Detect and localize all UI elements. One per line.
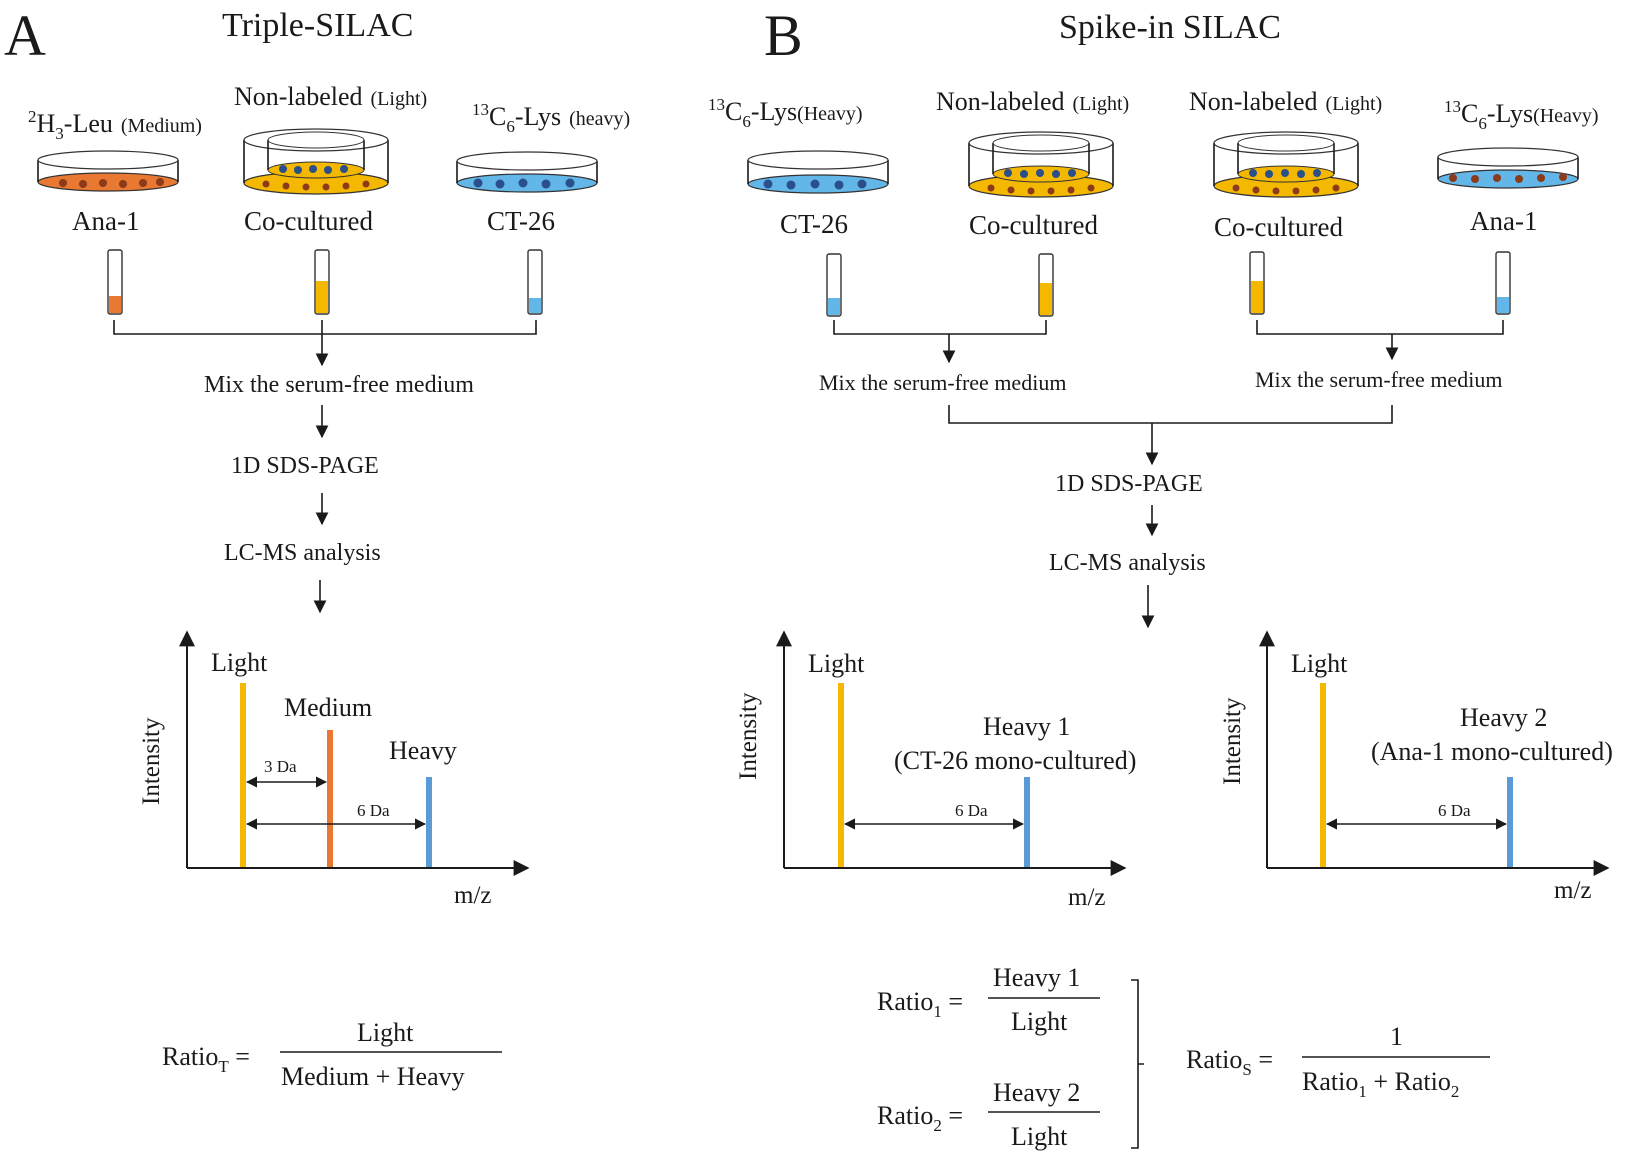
peak-b1-heavy-label: Heavy 1 [983,712,1070,741]
dish-b-cocultured-1 [968,131,1114,198]
step-b-mix-2: Mix the serum-free medium [1255,367,1502,392]
panel-a-letter: A [4,3,46,68]
formula-ratio-2: Ratio2 = Heavy 2 Light [877,1078,1100,1151]
step-a-mix: Mix the serum-free medium [204,372,474,398]
spectrum-a: Intensity m/z Light Medium Heavy 3 Da 6 … [138,630,530,909]
label-medium-leu: 2H3-Leu(Medium) [28,107,202,143]
label-b-heavy-left: 13C6-Lys(Heavy) [708,95,863,131]
step-b-lcms: LC-MS analysis [1049,550,1206,576]
panel-b: B Spike-in SILAC 13C6-Lys(Heavy) Non-lab… [708,3,1613,1151]
formula-1-lhs: Ratio1 = [877,987,963,1021]
step-a-sds: 1D SDS-PAGE [231,453,379,479]
dish-b-ct26 [747,150,889,194]
formula-2-numerator: Heavy 2 [993,1078,1080,1107]
peak-a-light-label: Light [211,648,268,677]
peak-a-medium-label: Medium [284,693,372,722]
spectrum-b1-ylabel: Intensity [735,692,762,780]
step-b-sds: 1D SDS-PAGE [1055,471,1203,497]
spectrum-b2-ylabel: Intensity [1219,697,1246,785]
spectrum-a-ylabel: Intensity [138,717,165,805]
peak-b2-heavy-label: Heavy 2 [1460,703,1547,732]
formula-t-numerator: Light [357,1018,414,1047]
shift-b1-6da-label: 6 Da [955,801,988,820]
merge-bracket-a [113,320,537,335]
label-b-heavy-right: 13C6-Lys(Heavy) [1444,97,1599,133]
peak-b1-light-label: Light [808,649,865,678]
tube-light [314,249,330,315]
step-b-mix-1: Mix the serum-free medium [819,370,1066,395]
peak-b2-heavy-note: (Ana-1 mono-cultured) [1371,737,1613,766]
peak-b1-heavy-note: (CT-26 mono-cultured) [894,746,1136,775]
formula-t-lhs: RatioT = [162,1042,250,1076]
shift-b2-6da-label: 6 Da [1438,801,1471,820]
dish-ana1-medium [37,150,179,192]
formula-ratio-t: RatioT = Light Medium + Heavy [162,1018,502,1091]
tube-b-ana1 [1495,251,1511,315]
panel-b-title: Spike-in SILAC [1059,9,1281,46]
merge-bracket-b-2 [1256,320,1504,335]
dish-cocultured-light [243,128,389,195]
spectrum-b1-xlabel: m/z [1068,884,1106,911]
shift-a-3da-label: 3 Da [264,757,297,776]
panel-a-title: Triple-SILAC [222,7,413,44]
spectrum-a-xlabel: m/z [454,882,492,909]
formula-ratio-1: Ratio1 = Heavy 1 Light [877,963,1100,1036]
cell-ct26: CT-26 [487,206,555,236]
tube-b-ct26 [826,253,842,317]
tube-heavy [527,249,543,315]
spectrum-b1: Intensity m/z Light Heavy 1 (CT-26 mono-… [735,630,1136,911]
merge-bracket-b-3 [948,405,1393,424]
cell-ana1: Ana-1 [72,206,139,236]
label-b-light-left: Non-labeled(Light) [936,87,1129,116]
peak-a-heavy-label: Heavy [389,736,457,765]
dish-ct26-heavy [456,151,598,193]
tube-b-cocultured-1 [1038,253,1054,317]
formula-s-numerator: 1 [1390,1022,1403,1051]
cell-b-cocultured-1: Co-cultured [969,210,1098,240]
step-a-lcms: LC-MS analysis [224,540,381,566]
shift-a-6da-label: 6 Da [357,801,390,820]
cell-b-ana1: Ana-1 [1470,206,1537,236]
formula-ratio-s: RatioS = 1 Ratio1 + Ratio2 [1186,1022,1490,1101]
cell-b-ct26: CT-26 [780,209,848,239]
spectrum-b2-xlabel: m/z [1554,877,1592,904]
panel-b-letter: B [764,3,803,68]
merge-bracket-b-1 [833,320,1047,335]
formula-s-denominator: Ratio1 + Ratio2 [1302,1067,1459,1101]
panel-a: A Triple-SILAC 2H3-Leu(Medium) Non-label… [4,3,630,1091]
formula-s-lhs: RatioS = [1186,1045,1273,1079]
dish-b-cocultured-2 [1213,131,1359,198]
label-nonlabeled-light: Non-labeled(Light) [234,82,427,111]
label-heavy-lys: 13C6-Lys(heavy) [472,100,630,136]
peak-b2-light-label: Light [1291,649,1348,678]
dish-b-ana1 [1437,147,1579,189]
tube-b-cocultured-2 [1249,251,1265,315]
formula-2-denominator: Light [1011,1122,1068,1151]
formula-t-denominator: Medium + Heavy [281,1062,465,1091]
spectrum-b2: Intensity m/z Light Heavy 2 (Ana-1 mono-… [1219,630,1613,904]
formula-1-numerator: Heavy 1 [993,963,1080,992]
cell-cocultured: Co-cultured [244,206,373,236]
formula-1-denominator: Light [1011,1007,1068,1036]
label-b-light-right: Non-labeled(Light) [1189,87,1382,116]
formula-2-lhs: Ratio2 = [877,1101,963,1135]
formula-brace [1131,979,1144,1149]
cell-b-cocultured-2: Co-cultured [1214,212,1343,242]
tube-medium [107,249,123,315]
